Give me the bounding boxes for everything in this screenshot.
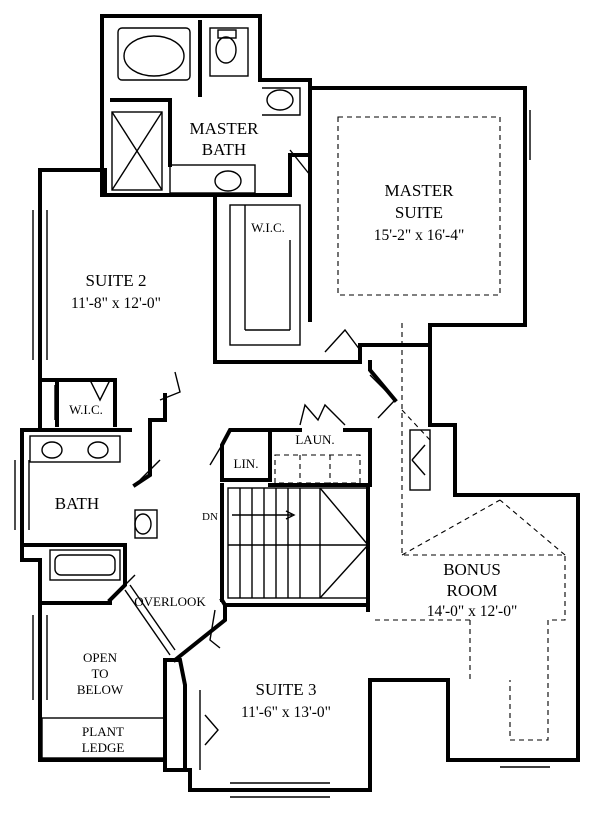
linen-label: LIN.: [234, 456, 259, 471]
suite3-closet: [163, 603, 227, 772]
open-to-below-area: [38, 601, 167, 762]
master-suite-label-line2: SUITE: [395, 203, 443, 222]
overlook-rail: [124, 584, 367, 656]
hall-doors: [139, 328, 396, 481]
open-to-below-line2: TO: [91, 666, 108, 681]
master-wic-area: [213, 86, 312, 346]
stair-down-label: DN: [202, 511, 218, 523]
bonus-room-label-line2: ROOM: [446, 581, 497, 600]
laundry-label: LAUN.: [295, 432, 334, 447]
master-suite-dimensions: 15'-2" x 16'-4": [374, 227, 465, 244]
open-to-below-line1: OPEN: [83, 650, 118, 665]
bath-label: BATH: [55, 494, 99, 513]
exterior-walls: [20, 14, 580, 792]
master-bath-area: [110, 20, 311, 194]
suite3-label: SUITE 3: [256, 680, 317, 699]
master-bath-label-line1: MASTER: [190, 119, 260, 138]
laundry-linen: [209, 403, 372, 487]
suite2-wic-label: W.I.C.: [69, 402, 103, 417]
bonus-room-label-line1: BONUS: [443, 560, 501, 579]
plant-ledge-line1: PLANT: [82, 724, 124, 739]
master-wic-label: W.I.C.: [251, 220, 285, 235]
bonus-room-ceiling: [375, 323, 566, 741]
overlook-label: OVERLOOK: [134, 594, 206, 609]
bonus-room-dimensions: 14'-0" x 12'-0": [427, 603, 518, 620]
master-bath-label-line2: BATH: [202, 140, 246, 159]
room-labels: MASTER BATH MASTER SUITE 15'-2" x 16'-4"…: [55, 119, 517, 755]
master-suite-label-line1: MASTER: [385, 181, 455, 200]
plant-ledge-line2: LEDGE: [82, 740, 125, 755]
open-to-below-line3: BELOW: [77, 682, 124, 697]
staircase: [220, 483, 370, 612]
suite2-label: SUITE 2: [86, 271, 147, 290]
suite3-dimensions: 11'-6" x 13'-0": [241, 704, 331, 721]
suite2-dimensions: 11'-8" x 12'-0": [71, 295, 161, 312]
exterior-windows: [14, 110, 550, 798]
suite2-closet-and-bath: [23, 378, 167, 603]
master-suite-tray-ceiling: [337, 116, 501, 296]
